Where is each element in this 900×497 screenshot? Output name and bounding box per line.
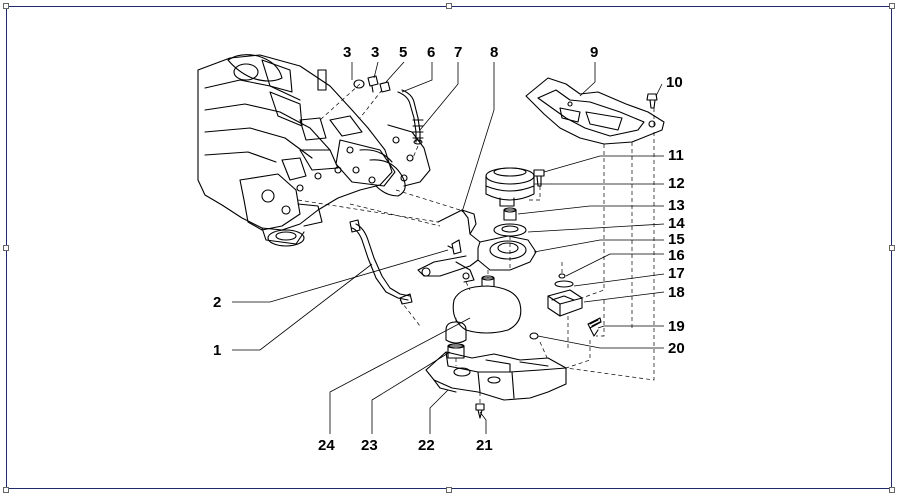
callout-21: 21 [476, 437, 493, 454]
callout-17: 17 [668, 265, 685, 282]
support-tray-drawing [425, 351, 567, 401]
resize-handle-top-left[interactable] [3, 3, 9, 9]
callout-6: 6 [427, 44, 436, 61]
callout-2: 2 [213, 294, 222, 311]
callout-7: 7 [454, 44, 463, 61]
callout-5: 5 [399, 44, 408, 61]
resize-handle-middle-right[interactable] [889, 245, 895, 251]
callout-22: 22 [418, 437, 435, 454]
mount-parts-16-18-drawing [547, 273, 583, 317]
callout-13: 13 [668, 197, 685, 214]
callout-12: 12 [668, 175, 685, 192]
callout-23: 23 [361, 437, 378, 454]
heat-shield-drawing [525, 77, 665, 145]
resize-handle-bottom-center[interactable] [446, 487, 452, 493]
washer-20-drawing [529, 332, 539, 340]
resize-handle-bottom-left[interactable] [3, 487, 9, 493]
callout-3-left: 3 [343, 44, 352, 61]
bracket-assembly-drawing [417, 209, 537, 283]
resize-handle-top-right[interactable] [889, 3, 895, 9]
callout-10: 10 [666, 74, 683, 91]
callout-19: 19 [668, 318, 685, 335]
grommet-washer-drawing [493, 207, 527, 237]
callout-24: 24 [318, 437, 335, 454]
callout-9: 9 [590, 44, 599, 61]
pipe-1-drawing [349, 219, 413, 305]
callout-20: 20 [668, 340, 685, 357]
bolt-10-drawing [646, 93, 658, 109]
callout-8: 8 [490, 44, 499, 61]
callout-14: 14 [668, 215, 685, 232]
screw-19-drawing [587, 317, 602, 337]
resize-handle-middle-left[interactable] [3, 245, 9, 251]
resize-handle-bottom-right[interactable] [889, 487, 895, 493]
callout-18: 18 [668, 284, 685, 301]
resize-handle-top-center[interactable] [446, 3, 452, 9]
reservoir-cap-drawing [485, 167, 535, 207]
screw-21-drawing [475, 403, 485, 419]
callout-3-right: 3 [371, 44, 380, 61]
pump-23-drawing [445, 321, 467, 359]
leader-lines [232, 61, 665, 434]
transmission-housing-drawing [197, 54, 431, 247]
callout-1: 1 [213, 342, 222, 359]
bolt-11-drawing [533, 169, 545, 187]
callout-11: 11 [668, 147, 684, 164]
callout-16: 16 [668, 247, 685, 264]
callout-15: 15 [668, 231, 685, 248]
hose-fittings-drawing [353, 75, 424, 145]
